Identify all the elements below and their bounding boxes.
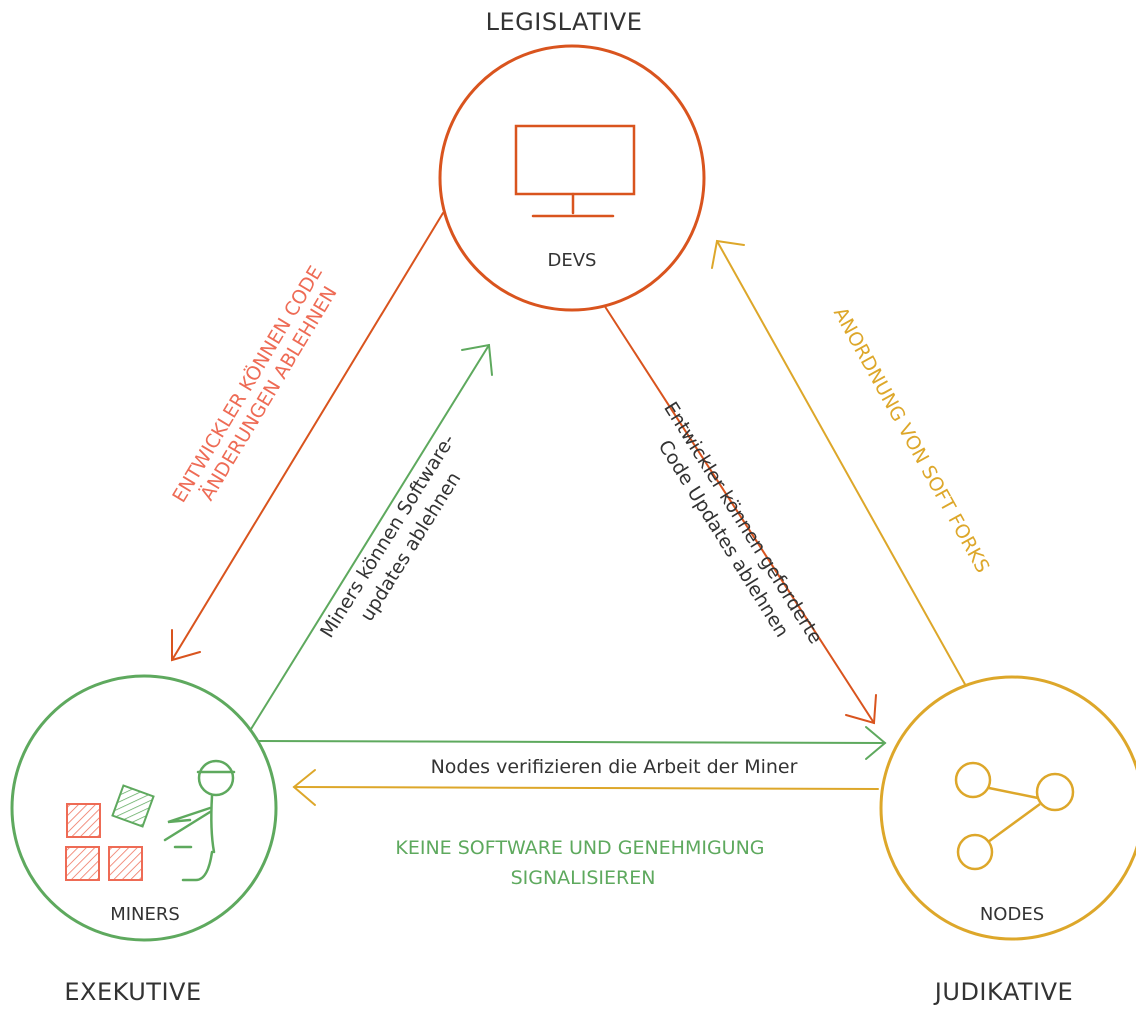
nodes-label: NODES <box>980 904 1044 925</box>
arrow-devs-to-miners <box>171 212 444 662</box>
devs-node: DEVS <box>438 44 706 312</box>
legislative-label: LEGISLATIVE <box>486 8 643 36</box>
devs-label: DEVS <box>548 250 597 271</box>
monitor-icon <box>514 124 636 218</box>
nodes-node: NODES <box>879 675 1136 941</box>
miners-label: MINERS <box>110 904 180 925</box>
label-miners-to-devs: Miners können Software- updates ablehnen <box>316 425 484 655</box>
label-devs-to-nodes: Entwickler können geforderte Code Update… <box>638 398 830 666</box>
label-miners-to-nodes: KEINE SOFTWARE UND GENEHMIGUNG SIGNALISI… <box>395 837 770 889</box>
exekutive-label: EXEKUTIVE <box>64 978 201 1006</box>
label-nodes-to-miners: Nodes verifizieren die Arbeit der Miner <box>431 756 798 778</box>
arrow-nodes-to-miners <box>292 769 879 806</box>
miners-node: MINERS <box>10 674 278 942</box>
label-devs-to-miners: ENTWICKLER KÖNNEN CODE ÄNDERUNGEN ABLEHN… <box>167 257 349 519</box>
arrow-nodes-to-devs <box>711 239 972 696</box>
share-network-icon <box>954 761 1075 871</box>
arrow-miners-to-nodes <box>255 726 887 760</box>
arrow-devs-to-nodes <box>603 304 877 725</box>
judikative-label: JUDIKATIVE <box>933 978 1073 1006</box>
miner-worker-icon <box>65 759 236 882</box>
label-nodes-to-devs: ANORDNUNG VON SOFT FORKS <box>829 304 994 577</box>
arrow-miners-to-devs <box>242 343 493 743</box>
